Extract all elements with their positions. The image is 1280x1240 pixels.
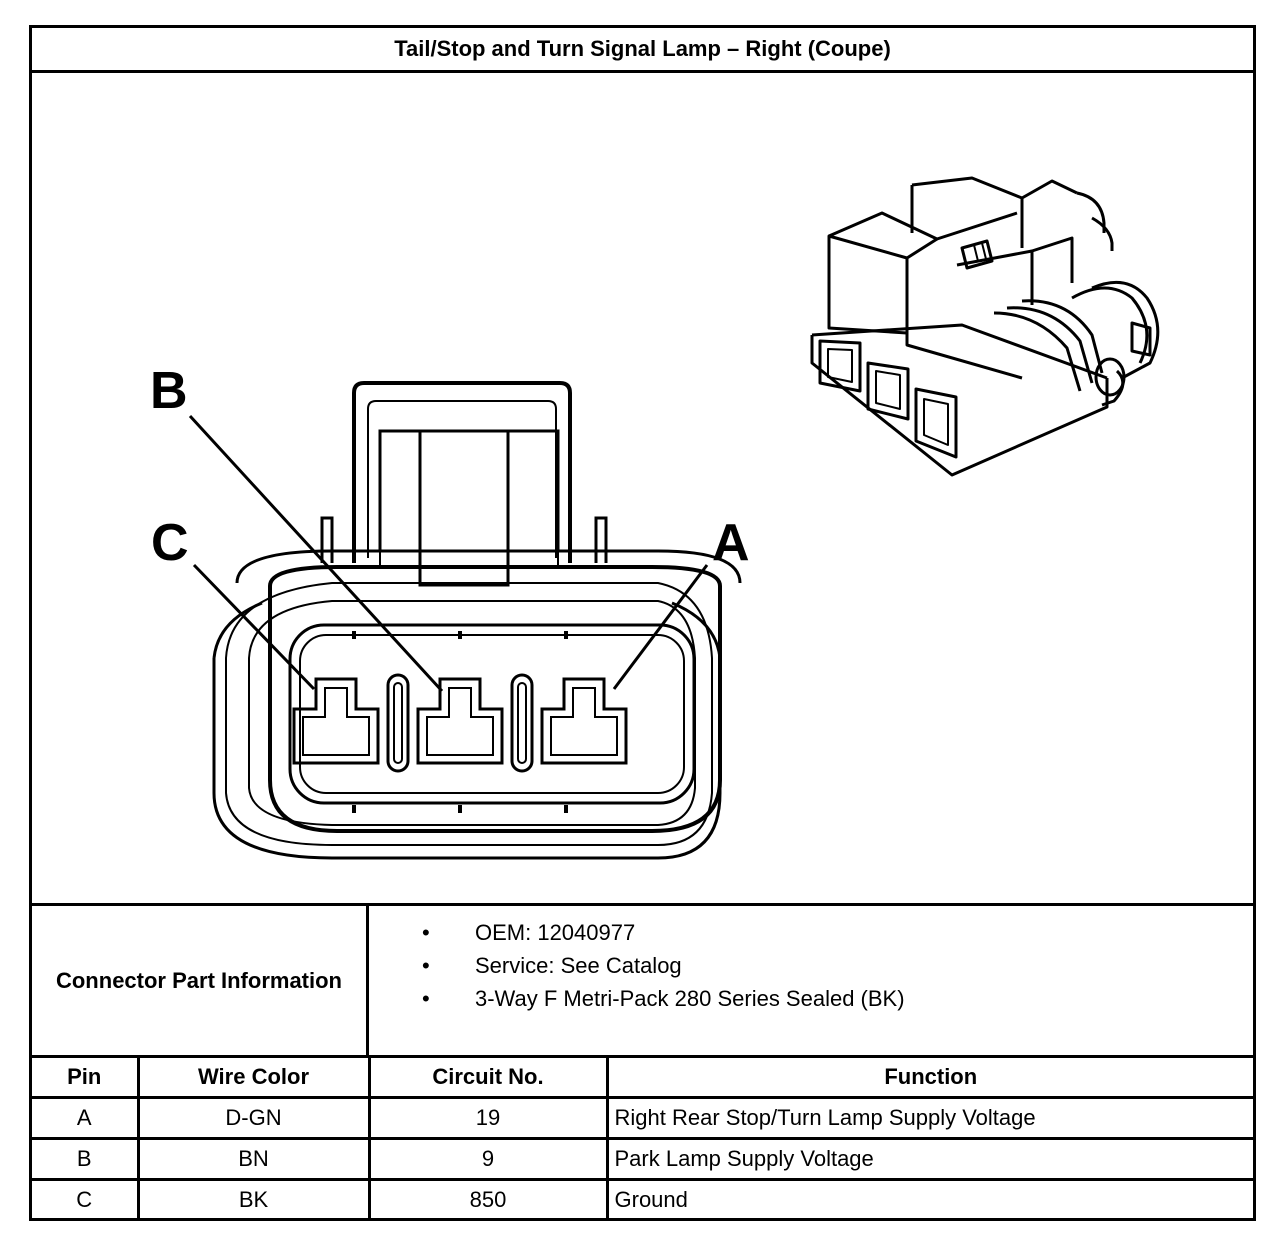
col-header-circuit: Circuit No. <box>367 1055 609 1099</box>
connector-face-view <box>188 381 742 860</box>
connector-part-information: Connector Part Information OEM: 12040977… <box>32 903 1253 1055</box>
circuit-cell: 850 <box>367 1178 609 1219</box>
connector-cavity <box>288 623 696 805</box>
connector-info-description: 3-Way F Metri-Pack 280 Series Sealed (BK… <box>369 982 1253 1015</box>
leader-line-b <box>188 414 444 693</box>
wire-color-cell: BK <box>136 1178 371 1219</box>
connector-info-oem: OEM: 12040977 <box>369 916 1253 949</box>
table-row: A D-GN 19 Right Rear Stop/Turn Lamp Supp… <box>32 1096 1253 1140</box>
connector-drawing: B C A <box>150 176 1160 860</box>
connector-info-label: Connector Part Information <box>32 906 369 1055</box>
terminal-b <box>416 677 504 765</box>
connector-figure: B C A <box>32 73 1253 903</box>
locking-tab <box>352 381 572 563</box>
connector-outer-shell <box>268 565 722 833</box>
pin-label-b: B <box>150 362 188 420</box>
col-header-pin: Pin <box>32 1055 140 1099</box>
connector-info-service: Service: See Catalog <box>369 949 1253 982</box>
leader-line-c <box>192 563 316 691</box>
table-header-row: Pin Wire Color Circuit No. Function <box>32 1055 1253 1099</box>
pin-cell: A <box>32 1096 140 1140</box>
pin-label-c: C <box>151 514 189 572</box>
table-row: C BK 850 Ground <box>32 1178 1253 1219</box>
table-row: B BN 9 Park Lamp Supply Voltage <box>32 1137 1253 1181</box>
pin-cell: C <box>32 1178 140 1219</box>
page-title: Tail/Stop and Turn Signal Lamp – Right (… <box>32 28 1253 73</box>
wire-color-cell: D-GN <box>136 1096 371 1140</box>
connector-info-list: OEM: 12040977 Service: See Catalog 3-Way… <box>369 916 1253 1015</box>
pinout-table: Pin Wire Color Circuit No. Function A D-… <box>32 1055 1253 1219</box>
terminal-c <box>292 677 380 765</box>
col-header-wire-color: Wire Color <box>136 1055 371 1099</box>
pin-cell: B <box>32 1137 140 1181</box>
circuit-cell: 9 <box>367 1137 609 1181</box>
function-cell: Ground <box>605 1178 1253 1219</box>
wire-color-cell: BN <box>136 1137 371 1181</box>
col-header-function: Function <box>605 1055 1253 1099</box>
function-cell: Park Lamp Supply Voltage <box>605 1137 1253 1181</box>
pin-label-a: A <box>712 514 750 572</box>
function-cell: Right Rear Stop/Turn Lamp Supply Voltage <box>605 1096 1253 1140</box>
leader-line-a <box>612 564 709 690</box>
connector-isometric-view <box>810 176 1160 477</box>
circuit-cell: 19 <box>367 1096 609 1140</box>
terminal-a <box>540 677 628 765</box>
connector-sheet: Tail/Stop and Turn Signal Lamp – Right (… <box>29 25 1256 1221</box>
